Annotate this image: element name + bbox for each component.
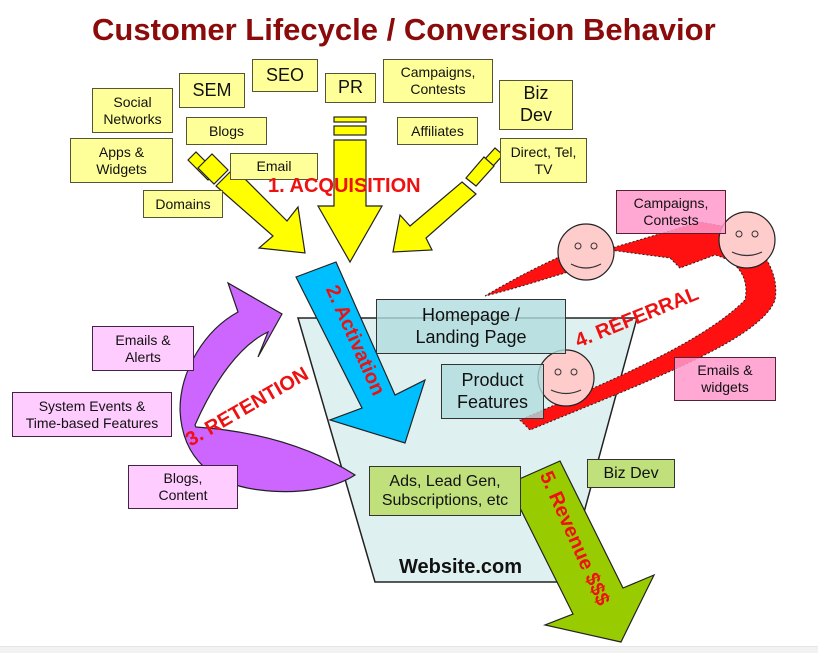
smiley-face-icon: [557, 223, 615, 281]
channel-email: Email: [230, 153, 318, 180]
acquisition-arrow-right: [392, 147, 504, 253]
channel-sem: SEM: [179, 73, 245, 108]
homepage-landing-page: Homepage / Landing Page: [376, 299, 566, 354]
channel-campaigns-contests: Campaigns, Contests: [383, 59, 493, 103]
acquisition-arrow-left: [187, 151, 306, 254]
referral-emails-widgets: Emails & widgets: [674, 357, 776, 401]
channel-affiliates: Affiliates: [397, 117, 478, 145]
referral-campaigns-contests: Campaigns, Contests: [616, 190, 726, 234]
retention-system-events: System Events & Time-based Features: [12, 392, 172, 437]
website-biz-dev: Biz Dev: [587, 459, 675, 488]
acquisition-arrow-center: [316, 116, 384, 264]
channel-direct-tel-tv: Direct, Tel, TV: [500, 138, 587, 183]
smiley-face-icon: [537, 349, 595, 407]
revenue-arrow: [507, 460, 656, 643]
channel-seo: SEO: [252, 59, 318, 92]
channel-biz-dev: Biz Dev: [499, 80, 573, 130]
footer-bar: [0, 646, 818, 653]
channel-apps-widgets: Apps & Widgets: [70, 138, 173, 183]
channel-blogs: Blogs: [186, 117, 267, 145]
retention-emails-alerts: Emails & Alerts: [92, 326, 194, 371]
stage-acquisition-label: 1. ACQUISITION: [268, 175, 421, 197]
retention-blogs-content: Blogs, Content: [128, 465, 238, 509]
channel-domains: Domains: [143, 190, 223, 218]
channel-pr: PR: [325, 73, 376, 103]
retention-arrow: [179, 281, 357, 493]
ads-lead-gen-subscriptions: Ads, Lead Gen, Subscriptions, etc: [369, 466, 521, 516]
channel-social-networks: Social Networks: [92, 88, 173, 133]
page-title: Customer Lifecycle / Conversion Behavior: [92, 12, 716, 47]
website-name: Website.com: [399, 556, 522, 578]
product-features: Product Features: [441, 364, 544, 419]
smiley-face-icon: [718, 211, 776, 269]
activation-arrow: [295, 261, 427, 444]
